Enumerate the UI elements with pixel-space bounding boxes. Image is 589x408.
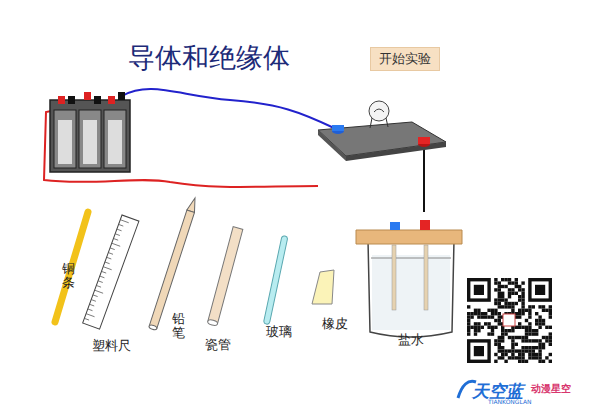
beaker [356,220,462,337]
material-label: 塑料尺 [92,338,131,354]
glass-rod [263,235,288,324]
pencil [149,197,199,331]
copper-bar [55,212,88,322]
black-wire [423,146,425,212]
watermark: TIANKONGLAN [488,398,532,405]
button-label: 开始实验 [379,50,431,68]
plastic-ruler [83,215,139,329]
material-label: 瓷管 [205,337,231,353]
material-label: 盐水 [398,332,424,348]
qr-code [465,276,555,364]
title: 导体和绝缘体 [128,42,290,74]
material-label: 玻璃 [266,324,292,340]
bulb-board [318,101,446,161]
watermark: 动漫星空 [531,383,571,395]
battery [50,92,130,172]
eraser [312,270,334,304]
material-label: 橡皮 [322,316,348,332]
material-label: 铅笔 [172,312,185,341]
material-label: 铜条 [62,262,75,291]
blue-wire [122,89,334,128]
red-wire [44,110,318,187]
ceramic-tube [207,227,243,327]
start-button: 开始实验 [370,47,440,71]
